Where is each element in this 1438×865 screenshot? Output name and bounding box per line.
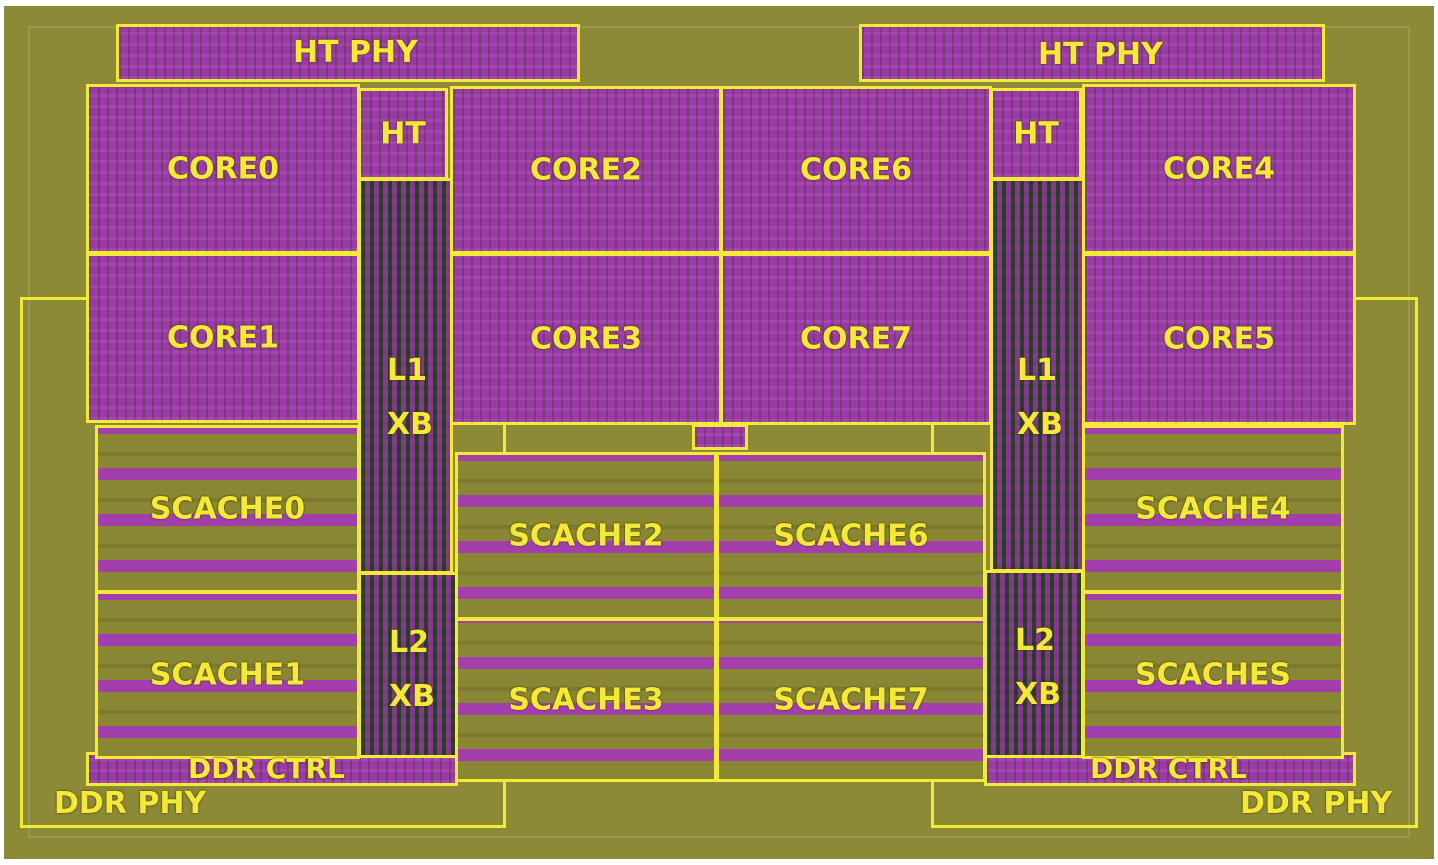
core0-label: CORE0 [167,151,279,187]
l1-xb-right-block: L1 XB [990,178,1086,572]
l1-xb-left-block: L1 XB [358,178,453,574]
xb-l2-right-label: XB [1015,677,1061,712]
core1-label: CORE1 [167,320,279,356]
center-junction-block [692,424,748,450]
scache4-label: SCACHE4 [1135,491,1291,527]
core1-block: CORE1 [86,253,360,423]
scache0-label: SCACHE0 [149,491,306,527]
core4-block: CORE4 [1082,84,1356,254]
core4-label: CORE4 [1163,151,1275,187]
ht-phy-right-block: HT PHY [859,24,1325,82]
scache2-label: SCACHE2 [508,518,664,554]
scache7-label: SCACHE7 [773,682,929,718]
scache1-block: SCACHE1 [95,591,360,759]
scache2-block: SCACHE2 [455,452,717,620]
scache3-block: SCACHE3 [455,618,717,782]
ht-left-block: HT [358,88,448,180]
ht-phy-left-label: HT PHY [293,35,418,70]
scache7-block: SCACHE7 [716,618,986,782]
scache0-block: SCACHE0 [95,425,360,593]
core0-block: CORE0 [86,84,360,254]
scache4-block: SCACHE4 [1082,425,1344,593]
core2-label: CORE2 [530,152,642,188]
l2-xb-right-block: L2 XB [984,570,1084,758]
ht-right-label: HT [1013,116,1059,152]
core7-label: CORE7 [800,321,912,357]
xb-l2-left-label: XB [389,679,435,714]
ht-phy-right-label: HT PHY [1038,37,1163,72]
scache3-label: SCACHE3 [508,682,664,718]
l1-left-label: L1 [387,353,427,388]
die-seal-ring [28,26,1410,838]
ddr-phy-left-label: DDR PHY [54,786,207,821]
core6-block: CORE6 [720,86,992,254]
ddr-phy-right-label: DDR PHY [1240,786,1393,821]
core5-block: CORE5 [1082,253,1356,425]
ddr-ctrl-right-label: DDR CTRL [1090,752,1247,785]
l2-xb-left-block: L2 XB [358,572,458,758]
scache5-label: SCACHES [1134,657,1292,693]
core6-label: CORE6 [800,152,912,188]
ddr-ctrl-left-label: DDR CTRL [188,752,345,785]
scache6-block: SCACHE6 [716,452,986,620]
ht-right-block: HT [990,88,1082,180]
core5-label: CORE5 [1163,321,1275,357]
scache5-block: SCACHES [1082,591,1344,759]
ht-phy-left-block: HT PHY [116,24,580,82]
scache6-label: SCACHE6 [773,518,929,554]
core2-block: CORE2 [450,86,722,254]
xb-l1-left-label: XB [387,407,433,442]
xb-l1-right-label: XB [1017,407,1063,442]
core3-label: CORE3 [530,321,642,357]
l2-right-label: L2 [1015,623,1055,658]
ht-left-label: HT [380,116,426,152]
l2-left-label: L2 [389,625,429,660]
scache1-label: SCACHE1 [149,657,306,693]
l1-right-label: L1 [1017,353,1057,388]
core7-block: CORE7 [720,253,992,425]
core3-block: CORE3 [450,253,722,425]
